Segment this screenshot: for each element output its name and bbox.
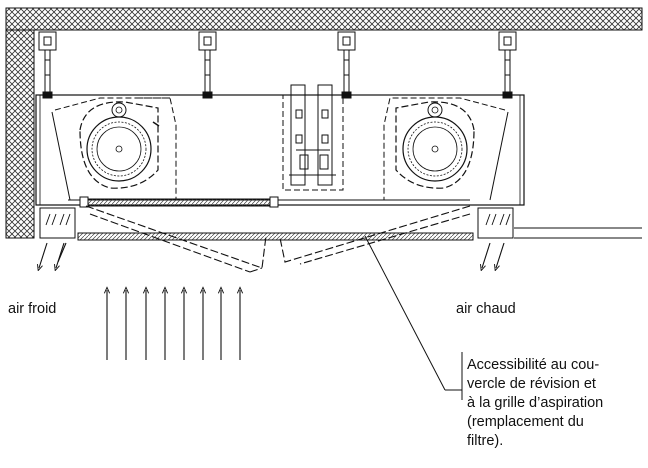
note-leader-line <box>364 235 463 400</box>
intake-arrows <box>107 290 240 360</box>
hanger-1 <box>38 31 57 99</box>
left-wall <box>5 29 35 239</box>
note-line-1: Accessibilité au cou- <box>467 357 599 373</box>
intake-grille <box>39 207 642 241</box>
note-line-2: vercle de révision et <box>467 376 596 392</box>
open-service-lid <box>85 205 471 273</box>
control-box <box>282 84 344 191</box>
hanger-2 <box>198 31 217 99</box>
left-fan <box>79 101 160 189</box>
right-fan <box>395 101 475 189</box>
cold-air-label: air froid <box>8 301 56 317</box>
warm-air-label: air chaud <box>456 301 516 317</box>
access-note: Accessibilité au cou- vercle de révision… <box>467 357 603 449</box>
note-line-4: (remplacement du <box>467 414 584 430</box>
suspension-hangers <box>38 31 517 99</box>
hanger-4 <box>498 31 517 99</box>
filter <box>79 196 279 208</box>
hanger-3 <box>337 31 356 99</box>
warm-air-arrows <box>482 242 505 268</box>
ceiling-slab <box>5 7 643 31</box>
note-line-3: à la grille d’aspiration <box>467 395 603 411</box>
cold-air-arrows <box>39 242 67 268</box>
note-line-5: filtre). <box>467 433 503 449</box>
unit-casing <box>35 94 525 206</box>
